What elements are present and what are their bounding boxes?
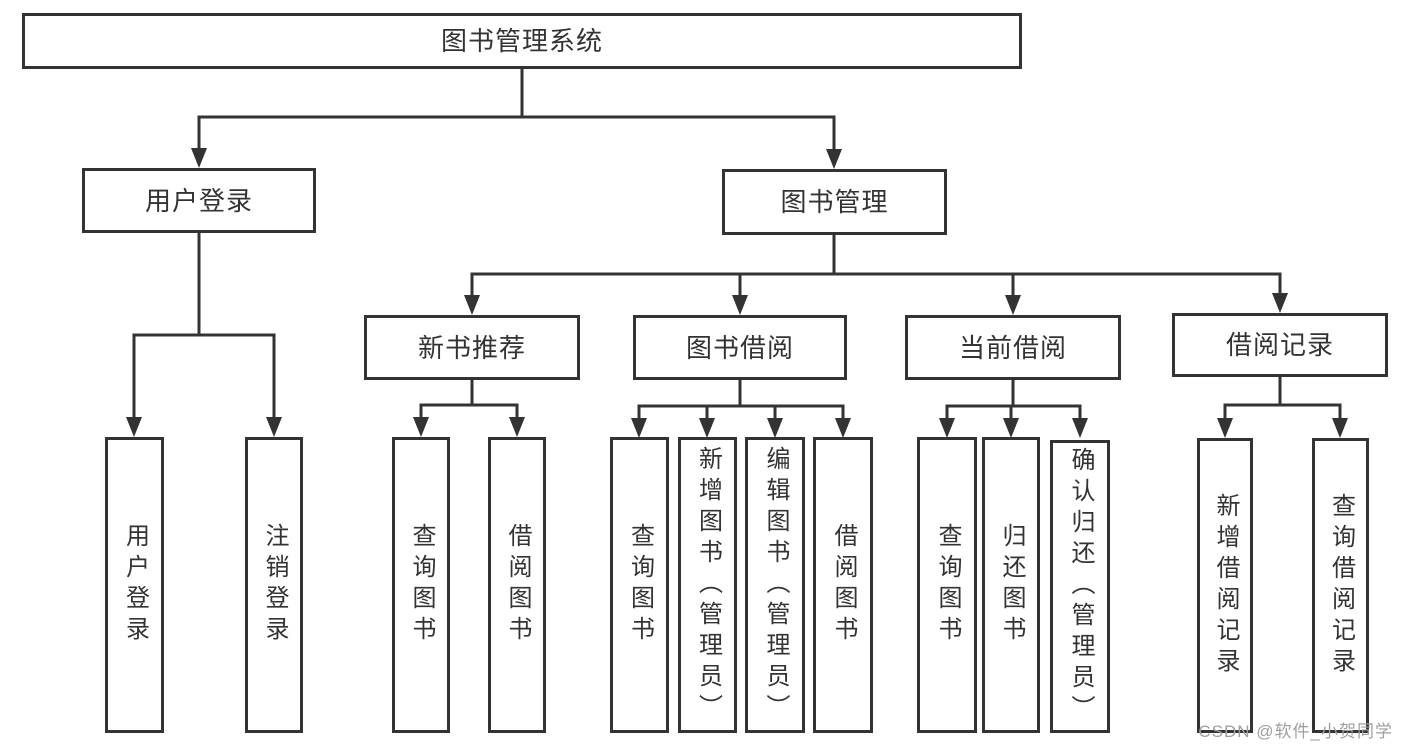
- node-book-management: 图书管理: [722, 169, 947, 235]
- node-label: 借阅记录: [1225, 330, 1334, 360]
- node-return-books: 归还图书: [982, 437, 1040, 733]
- node-query-books-current: 查询图书: [917, 437, 977, 733]
- node-query-books-borrowing: 查询图书: [610, 437, 669, 733]
- node-label: 查询图书: [408, 523, 435, 647]
- arrowhead: [767, 418, 783, 438]
- arrowhead: [191, 148, 207, 168]
- arrowhead: [1072, 418, 1088, 438]
- node-label: 用户登录: [144, 185, 253, 216]
- arrowhead: [939, 418, 955, 438]
- arrowhead: [699, 418, 715, 438]
- node-label: 新增图书（管理员）: [694, 445, 722, 725]
- connector-arrowheads: [126, 148, 1348, 438]
- node-label: 查询借阅记录: [1327, 492, 1355, 679]
- node-query-borrow-record: 查询借阅记录: [1312, 438, 1369, 733]
- node-label: 归还图书: [998, 523, 1025, 647]
- node-current-borrowing: 当前借阅: [905, 315, 1121, 380]
- node-label: 图书管理系统: [440, 26, 603, 56]
- node-label: 查询图书: [626, 523, 654, 647]
- node-borrow-books: 借阅图书: [813, 437, 873, 733]
- watermark: CSDN @软件_小贺同学: [1198, 722, 1393, 741]
- arrowhead: [732, 295, 748, 315]
- node-label: 注销登录: [261, 523, 288, 647]
- node-label: 查询图书: [934, 523, 961, 647]
- node-label: 图书借阅: [685, 332, 794, 363]
- node-new-book-recommendation: 新书推荐: [364, 315, 580, 380]
- arrowhead: [464, 295, 480, 315]
- arrowhead: [1332, 418, 1348, 438]
- node-book-borrowing: 图书借阅: [633, 315, 847, 380]
- node-confirm-return-admin: 确认归还（管理员）: [1050, 440, 1110, 733]
- node-label: 用户登录: [121, 523, 149, 647]
- node-borrow-books-recommend: 借阅图书: [488, 437, 546, 733]
- arrowhead: [126, 417, 142, 437]
- node-label: 借阅图书: [830, 523, 857, 647]
- node-label: 新增借阅记录: [1212, 492, 1239, 679]
- arrowhead: [631, 418, 647, 438]
- node-label: 图书管理: [780, 187, 889, 217]
- arrowhead: [1003, 418, 1019, 438]
- arrowhead: [826, 149, 842, 169]
- node-user-login: 用户登录: [82, 168, 316, 233]
- node-add-books-admin: 新增图书（管理员）: [678, 437, 737, 733]
- node-library-management-system: 图书管理系统: [22, 13, 1022, 69]
- node-borrowing-records: 借阅记录: [1172, 313, 1388, 377]
- node-user-login-leaf: 用户登录: [105, 437, 164, 733]
- node-query-books-recommend: 查询图书: [392, 437, 450, 733]
- node-label: 借阅图书: [504, 523, 531, 647]
- node-logout: 注销登录: [245, 437, 303, 733]
- arrowhead: [1005, 295, 1021, 315]
- arrowhead: [266, 417, 282, 437]
- node-label: 编辑图书（管理员）: [762, 445, 789, 725]
- node-add-borrow-record: 新增借阅记录: [1197, 438, 1253, 733]
- arrowhead: [413, 417, 429, 437]
- node-label: 新书推荐: [417, 332, 526, 363]
- arrowhead: [835, 418, 851, 438]
- arrowhead: [1272, 293, 1288, 313]
- arrowhead: [1217, 418, 1233, 438]
- node-label: 确认归还（管理员）: [1067, 447, 1094, 726]
- node-edit-books-admin: 编辑图书（管理员）: [745, 437, 805, 733]
- arrowhead: [509, 417, 525, 437]
- node-label: 当前借阅: [958, 332, 1067, 363]
